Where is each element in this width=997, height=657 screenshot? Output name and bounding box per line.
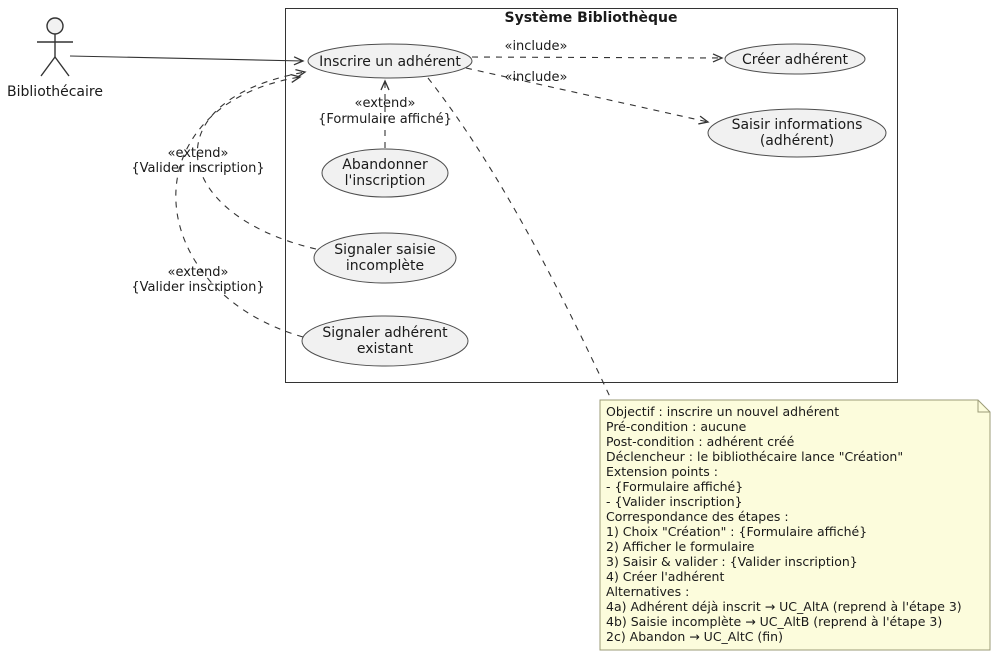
note-line-11: 3) Saisir & valider : {Valider inscripti… [606, 554, 858, 569]
usecase-creer-label: Créer adhérent [742, 52, 849, 68]
include-arrow-creer [471, 53, 724, 63]
note-connector [427, 77, 612, 400]
association-actor-inscrire [69, 55, 305, 66]
extend-valider-label-a1: «extend» [168, 146, 229, 161]
usecase-adherent-existant-label-1: Signaler adhérent [322, 325, 448, 341]
note-line-6: - {Formulaire affiché} [606, 479, 743, 494]
note-line-3: Post-condition : adhérent créé [606, 434, 795, 449]
note-line-12: 4) Créer l'adhérent [606, 569, 724, 584]
note-line-13: Alternatives : [606, 584, 689, 599]
note-line-14: 4a) Adhérent déjà inscrit → UC_AltA (rep… [606, 599, 962, 614]
actor-leg-right [54, 56, 70, 77]
usecase-saisir-label-1: Saisir informations [732, 117, 863, 133]
actor-label: Bibliothécaire [7, 84, 103, 100]
note-line-4: Déclencheur : le bibliothécaire lance "C… [606, 449, 903, 464]
usecase-abandonner-label-2: l'inscription [345, 173, 426, 189]
note-line-10: 2) Afficher le formulaire [606, 539, 755, 554]
extend-valider-label-b1: «extend» [168, 265, 229, 280]
extend-arrow-saisie-incomplete [196, 69, 317, 250]
note-line-2: Pré-condition : aucune [606, 419, 747, 434]
actor-leg-left [40, 56, 56, 77]
include-label-1: «include» [504, 39, 567, 54]
extend-valider-label-b2: {Valider inscription} [131, 280, 264, 295]
note-line-16: 2c) Abandon → UC_AltC (fin) [606, 629, 783, 644]
usecase-inscrire [307, 43, 473, 79]
extend-form-label-1: «extend» [355, 96, 416, 111]
include-label-2: «include» [504, 70, 567, 85]
usecase-saisie-incomplete-label-1: Signaler saisie [334, 242, 435, 258]
actor-head [46, 17, 64, 35]
usecase-saisie-incomplete [313, 232, 457, 284]
usecase-adherent-existant-label-2: existant [357, 341, 414, 357]
actor-icon [37, 17, 73, 77]
usecase-abandonner-label-1: Abandonner [342, 157, 428, 173]
note-line-1: Objectif : inscrire un nouvel adhérent [606, 404, 839, 419]
extend-valider-label-a2: {Valider inscription} [131, 161, 264, 176]
note-line-8: Correspondance des étapes : [606, 509, 789, 524]
usecase-saisir [707, 108, 887, 158]
usecase-saisir-label-2: (adhérent) [760, 133, 834, 149]
usecase-abandonner [321, 148, 449, 198]
note [599, 399, 991, 651]
extend-arrow-adherent-existant [175, 73, 304, 338]
extend-form-label-2: {Formulaire affiché} [318, 112, 452, 127]
note-line-5: Extension points : [606, 464, 718, 479]
usecase-adherent-existant [301, 315, 469, 367]
note-line-7: - {Valider inscription} [606, 494, 743, 509]
boundary-title: Système Bibliothèque [504, 10, 677, 26]
usecase-saisie-incomplete-label-2: incomplète [346, 258, 424, 274]
include-arrow-saisir [465, 67, 710, 125]
usecase-inscrire-label: Inscrire un adhérent [319, 54, 461, 70]
usecase-creer [724, 43, 866, 75]
note-fold-corner [977, 400, 990, 413]
note-line-9: 1) Choix "Création" : {Formulaire affich… [606, 524, 867, 539]
note-line-15: 4b) Saisie incomplète → UC_AltB (reprend… [606, 614, 942, 629]
